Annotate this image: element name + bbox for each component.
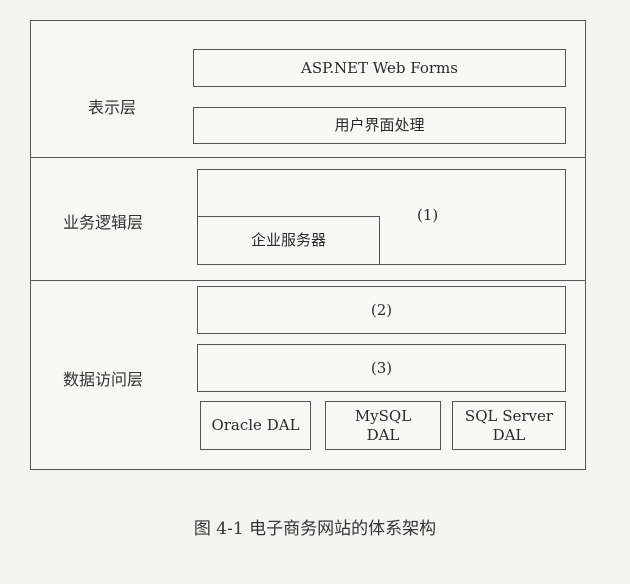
mysql-dal-label: MySQL DAL bbox=[354, 406, 412, 444]
aspnet-webforms-label: ASP.NET Web Forms bbox=[301, 58, 458, 77]
business-outer-label: (1) bbox=[417, 206, 439, 224]
aspnet-webforms-box: ASP.NET Web Forms bbox=[193, 49, 566, 87]
data-box-2: (2) bbox=[197, 286, 566, 334]
ui-processing-box: 用户界面处理 bbox=[193, 107, 566, 144]
ui-processing-label: 用户界面处理 bbox=[334, 116, 425, 135]
business-layer-label: 业务逻辑层 bbox=[63, 213, 144, 232]
sqlserver-dal-label: SQL Server DAL bbox=[464, 406, 554, 444]
oracle-dal-label: Oracle DAL bbox=[211, 416, 300, 435]
data-access-layer-label: 数据访问层 bbox=[63, 370, 144, 389]
data-box-2-label: (2) bbox=[370, 300, 393, 319]
enterprise-server-label: 企业服务器 bbox=[250, 231, 326, 250]
figure-caption: 图 4-1 电子商务网站的体系架构 bbox=[193, 519, 437, 539]
mysql-dal-box: MySQL DAL bbox=[325, 401, 441, 450]
enterprise-server-box: 企业服务器 bbox=[197, 216, 380, 265]
layer-divider-1 bbox=[30, 157, 586, 158]
presentation-layer-label: 表示层 bbox=[88, 98, 137, 117]
oracle-dal-box: Oracle DAL bbox=[200, 401, 311, 450]
sqlserver-dal-box: SQL Server DAL bbox=[452, 401, 566, 450]
data-box-3-label: (3) bbox=[370, 358, 393, 377]
data-box-3: (3) bbox=[197, 344, 566, 392]
layer-divider-2 bbox=[30, 280, 586, 281]
